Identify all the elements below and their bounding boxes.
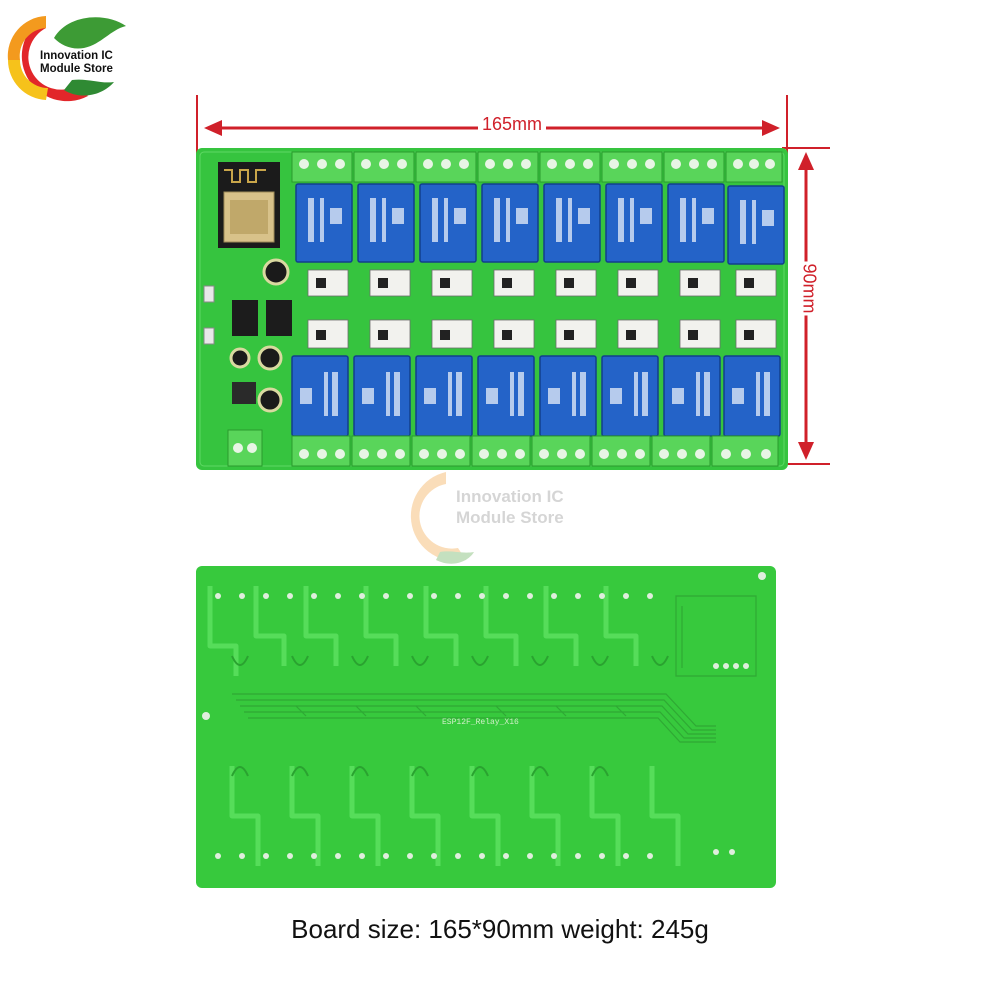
- dimension-lines: [196, 95, 830, 465]
- bottom-terminal-blocks: [227, 429, 779, 467]
- store-logo: Innovation IC Module Store: [6, 8, 128, 106]
- board-silkscreen-label: ESP12F_Relay_X16: [442, 718, 519, 727]
- esp12f-module: [218, 162, 280, 248]
- relay-board-front: [196, 148, 788, 470]
- board-back-traces: [196, 566, 776, 888]
- board-size-caption: Board size: 165*90mm weight: 245g: [291, 914, 709, 944]
- relay-board-back: ESP12F_Relay_X16: [196, 566, 776, 888]
- logo-text: Innovation IC Module Store: [40, 50, 130, 76]
- logo-line-1: Innovation IC: [40, 50, 113, 62]
- top-terminal-blocks: [291, 151, 783, 183]
- watermark-line-2: Module Store: [456, 508, 564, 527]
- height-dimension-label: 90mm: [798, 261, 820, 316]
- watermark-line-1: Innovation IC: [456, 487, 564, 506]
- watermark-text: Innovation IC Module Store: [456, 486, 564, 528]
- driver-components: [203, 258, 777, 413]
- logo-line-2: Module Store: [40, 63, 113, 75]
- watermark: Innovation IC Module Store: [396, 462, 606, 582]
- width-dimension-label: 165mm: [478, 114, 547, 135]
- watermark-emblem-icon: [410, 472, 474, 564]
- logo-emblem-icon: [7, 16, 126, 102]
